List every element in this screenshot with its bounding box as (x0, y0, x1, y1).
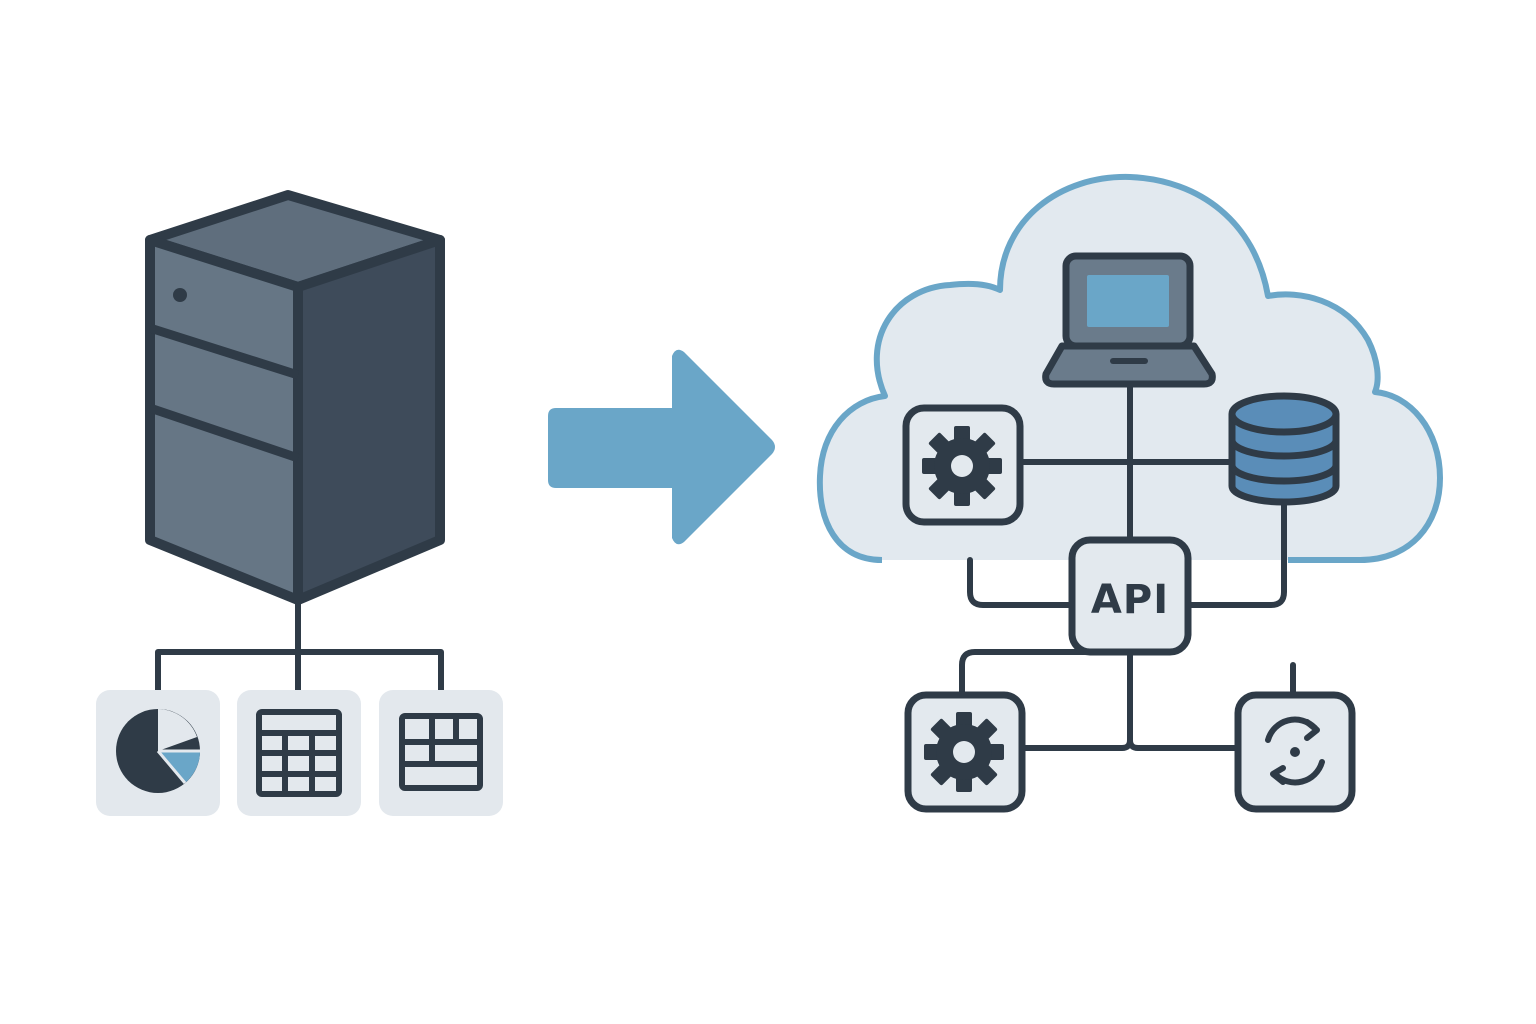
layout-icon (399, 713, 483, 791)
server-power-led (173, 288, 187, 302)
gear-node-lower (904, 691, 1026, 813)
database-icon (1228, 392, 1340, 506)
server-icon (145, 190, 445, 605)
sync-icon (1265, 716, 1325, 786)
gear-icon (924, 712, 1004, 792)
gear-icon (922, 426, 1002, 506)
gear-node (902, 404, 1024, 526)
table-tile (237, 690, 361, 816)
arrow-right-icon (548, 349, 775, 545)
laptop-icon (1042, 252, 1216, 388)
cloud-connectors (959, 382, 1296, 751)
server-side-face (293, 235, 445, 605)
api-label: API (1091, 577, 1169, 623)
pie-chart-tile (96, 690, 220, 816)
server-bay-divider (148, 403, 300, 463)
layout-tile (379, 690, 503, 816)
sync-node (1234, 691, 1356, 813)
table-icon (256, 709, 342, 797)
server-bay-divider (148, 323, 300, 380)
pie-chart-icon (116, 709, 200, 793)
api-node: API (1068, 536, 1192, 656)
server-connectors (155, 600, 444, 692)
